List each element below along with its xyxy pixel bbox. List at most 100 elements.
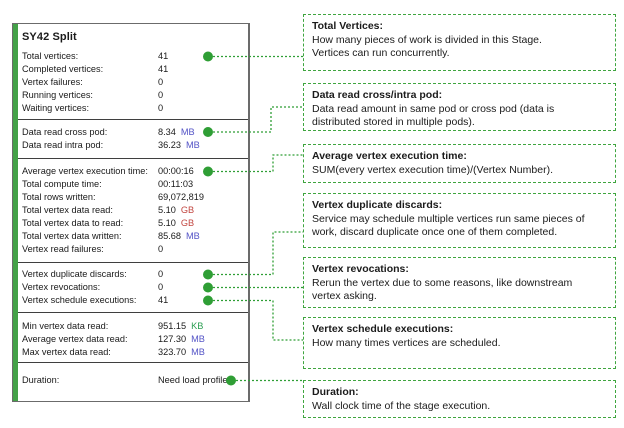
stat-unit: GB	[180, 218, 195, 228]
callout-title: Vertex revocations:	[312, 263, 409, 275]
stat-unit: GB	[180, 205, 195, 215]
callout-text-line: work, discard duplicate once one of them…	[312, 226, 558, 238]
callout-text-line: Wall clock time of the stage execution.	[312, 399, 491, 412]
stat-value: 00:11:03	[158, 179, 194, 189]
stat-label: Total vertex data written:	[22, 231, 122, 241]
stat-value-wrap: 0	[158, 268, 168, 281]
callout-title: Data read cross/intra pod:	[312, 89, 443, 101]
stat-label: Max vertex data read:	[22, 347, 111, 357]
stat-value-wrap: 69,072,819	[158, 191, 209, 204]
stat-value: 0	[158, 90, 164, 100]
stat-row: Total vertex data read: 5.10 GB	[13, 204, 248, 217]
annotation-callout-box: Vertex revocations: Rerun the vertex due…	[303, 257, 616, 308]
callout-text-line: vertex asking.	[312, 290, 377, 302]
stat-value-wrap: 00:00:16	[158, 165, 199, 178]
stat-value-wrap: Need load profile	[158, 374, 232, 387]
callout-text-line: distributed stored in multiple pods).	[312, 116, 475, 128]
annotation-callout-box: Average vertex execution time: SUM(every…	[303, 144, 616, 183]
stat-value: 41	[158, 64, 169, 74]
stat-value-wrap: 41	[158, 294, 173, 307]
callout-text-line: How many pieces of work is divided in th…	[312, 33, 542, 46]
stat-label: Total vertex data read:	[22, 205, 113, 215]
stat-value: 323.70	[158, 347, 187, 357]
callout-title: Average vertex execution time:	[312, 150, 467, 162]
stat-value: 0	[158, 244, 164, 254]
stat-label: Vertex failures:	[22, 77, 83, 87]
stat-row: Total vertex data written: 85.68 MB	[13, 230, 248, 243]
callout-text-line: How many times vertices are scheduled.	[312, 336, 501, 349]
callout-text-line: Data read amount in same pod or cross po…	[312, 102, 555, 115]
stat-row: Vertex revocations: 0	[13, 281, 248, 294]
stat-value: Need load profile	[158, 375, 228, 385]
callout-title: Total Vertices:	[312, 20, 383, 32]
stat-row: Completed vertices: 41	[13, 63, 248, 76]
stat-value-wrap: 0	[158, 102, 168, 115]
stat-value: 8.34	[158, 127, 176, 137]
stat-value-wrap: 951.15 KB	[158, 320, 203, 333]
stat-label: Vertex revocations:	[22, 282, 101, 292]
stat-label: Average vertex data read:	[22, 334, 128, 344]
stat-label: Total vertices:	[22, 51, 79, 61]
stat-unit: KB	[191, 321, 204, 331]
stat-row: Min vertex data read: 951.15 KB	[13, 320, 248, 333]
stat-value-wrap: 41	[158, 50, 173, 63]
callout-text-line: SUM(every vertex execution time)/(Vertex…	[312, 163, 553, 176]
stat-value-wrap: 00:11:03	[158, 178, 198, 191]
stat-row: Max vertex data read: 323.70 MB	[13, 346, 248, 359]
stat-value: 69,072,819	[158, 192, 204, 202]
stat-value: 127.30	[158, 334, 187, 344]
stat-row: Vertex schedule executions: 41	[13, 294, 248, 307]
callout-title: Duration:	[312, 386, 359, 398]
stat-value-wrap: 5.10 GB	[158, 204, 194, 217]
stats-section: Total vertices: 41 Completed vertices: 4…	[13, 46, 248, 120]
stat-label: Vertex duplicate discards:	[22, 269, 127, 279]
panel-sections: Total vertices: 41 Completed vertices: 4…	[13, 46, 248, 398]
stat-value: 0	[158, 103, 164, 113]
stat-unit: MB	[180, 127, 195, 137]
stats-section: Average vertex execution time: 00:00:16 …	[13, 159, 248, 263]
stat-unit: MB	[186, 231, 200, 241]
stat-row: Running vertices: 0	[13, 89, 248, 102]
stat-row: Vertex read failures: 0	[13, 243, 248, 256]
stat-unit: MB	[191, 347, 205, 357]
stat-row: Average vertex data read: 127.30 MB	[13, 333, 248, 346]
panel-accent-strip	[13, 24, 18, 401]
stage-stats-panel: SY42 Split Total vertices: 41 Com	[12, 23, 250, 402]
annotation-callout-box: Vertex schedule executions: How many tim…	[303, 317, 616, 369]
stat-label: Vertex schedule executions:	[22, 295, 137, 305]
stat-row: Vertex failures: 0	[13, 76, 248, 89]
stat-value: 41	[158, 295, 169, 305]
stat-value-wrap: 323.70 MB	[158, 346, 205, 359]
stat-value: 85.68	[158, 231, 181, 241]
annotation-callout-box: Total Vertices: How many pieces of work …	[303, 14, 616, 71]
callout-text-line: Service may schedule multiple vertices r…	[312, 212, 585, 225]
stat-value: 951.15	[158, 321, 187, 331]
stat-label: Min vertex data read:	[22, 321, 109, 331]
stat-value-wrap: 0	[158, 76, 168, 89]
stat-value-wrap: 41	[158, 63, 173, 76]
stat-row: Waiting vertices: 0	[13, 102, 248, 115]
stat-label: Total compute time:	[22, 179, 102, 189]
stats-section: Vertex duplicate discards: 0 Vertex revo…	[13, 263, 248, 313]
panel-title: SY42 Split	[22, 31, 77, 43]
stat-label: Total rows written:	[22, 192, 96, 202]
callout-text-line: Rerun the vertex due to some reasons, li…	[312, 276, 573, 289]
stat-value-wrap: 85.68 MB	[158, 230, 200, 243]
stats-section: Min vertex data read: 951.15 KB Average v…	[13, 313, 248, 363]
stats-section: Duration: Need load profile	[13, 363, 248, 398]
annotation-callout-box: Duration: Wall clock time of the stage e…	[303, 380, 616, 418]
stat-label: Completed vertices:	[22, 64, 104, 74]
stat-value-wrap: 127.30 MB	[158, 333, 205, 346]
stat-unit: MB	[191, 334, 205, 344]
stat-value: 0	[158, 269, 164, 279]
stat-value: 5.10	[158, 205, 176, 215]
stat-label: Average vertex execution time:	[22, 166, 148, 176]
stat-row: Total vertices: 41	[13, 50, 248, 63]
stat-value-wrap: 8.34 MB	[158, 126, 195, 139]
